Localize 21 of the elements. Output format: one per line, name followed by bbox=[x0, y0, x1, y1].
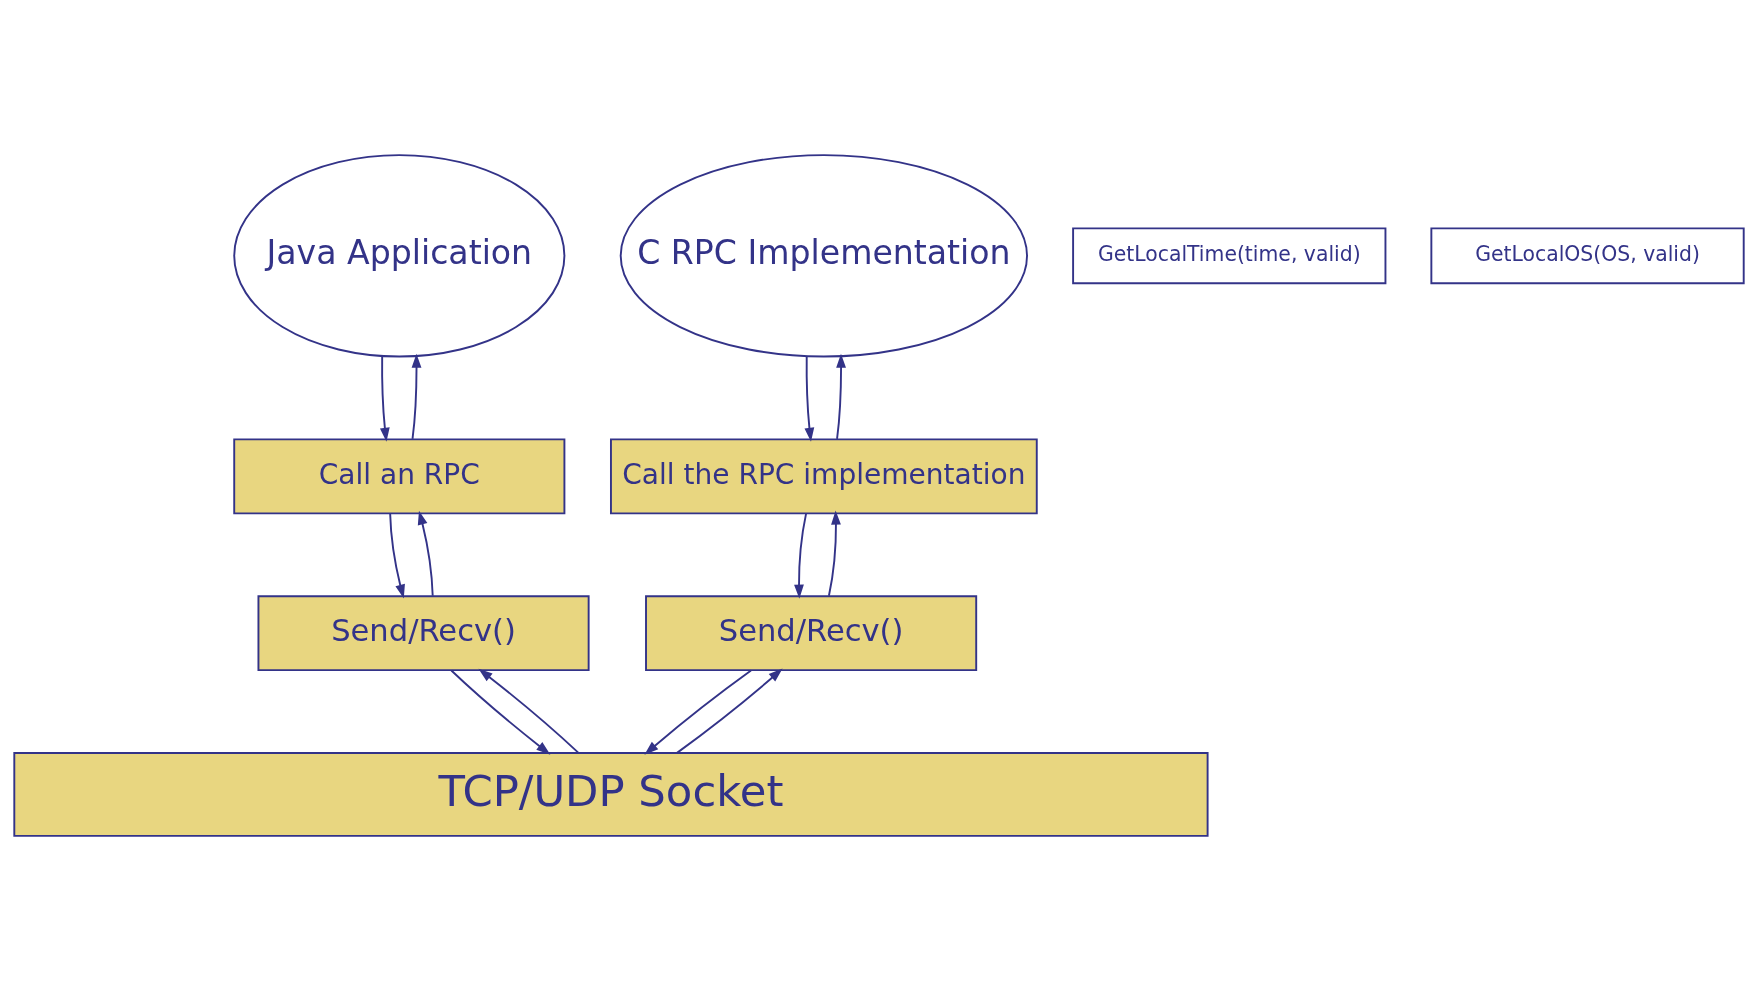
arrow bbox=[388, 511, 405, 599]
node-box: TCP/UDP Socket bbox=[12, 751, 1209, 837]
arrow bbox=[804, 355, 814, 442]
node-box: Send/Recv() bbox=[257, 594, 590, 671]
node-box: GetLocalTime(time, valid) bbox=[1071, 226, 1386, 284]
arrow bbox=[827, 510, 841, 597]
node-box: Call an RPC bbox=[232, 437, 565, 514]
arrow bbox=[675, 668, 783, 754]
node-ellipse: Java Application bbox=[232, 153, 565, 357]
node-box: Send/Recv() bbox=[644, 594, 977, 671]
arrow bbox=[411, 353, 421, 440]
arrow bbox=[477, 668, 579, 754]
arrow bbox=[793, 511, 807, 599]
arrow bbox=[643, 669, 752, 755]
arrow bbox=[835, 353, 846, 440]
node-ellipse: C RPC Implementation bbox=[619, 153, 1028, 357]
arrow bbox=[417, 510, 434, 597]
arrow bbox=[379, 355, 390, 442]
node-box: Call the RPC implementation bbox=[609, 437, 1038, 514]
arrow bbox=[449, 669, 550, 755]
node-box: GetLocalOS(OS, valid) bbox=[1429, 226, 1745, 284]
